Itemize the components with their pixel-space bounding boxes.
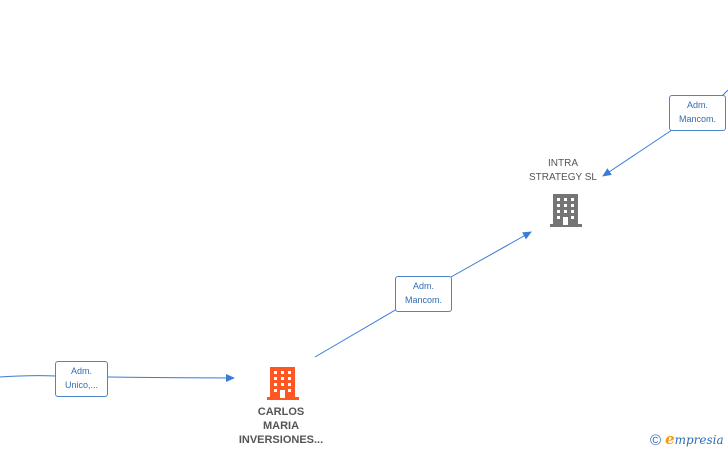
edge-label-middle[interactable]: Adm. Mancom. <box>395 276 452 312</box>
node-label-carlos: CARLOS MARIA INVERSIONES... <box>221 405 341 447</box>
empresia-watermark: ©empresia <box>650 430 724 449</box>
building-icon-carlos[interactable] <box>266 366 300 405</box>
edge-line-top <box>602 129 673 177</box>
edge-label-top-line-2: Mancom. <box>678 114 716 124</box>
edge-label-top-line-1: Adm. <box>686 100 708 110</box>
edge-line-left-outer <box>0 375 57 378</box>
building-icon-intra[interactable] <box>549 193 583 232</box>
copyright-symbol: © <box>650 432 662 449</box>
node-label-intra-line-1: INTRA <box>548 158 578 169</box>
brand-name: mpresia <box>674 433 724 447</box>
edge-line-middle-upper <box>450 231 532 278</box>
node-label-intra-line-2: STRATEGY SL <box>529 172 597 183</box>
edge-label-left-line-1: Adm. <box>70 366 92 376</box>
edge-label-top[interactable]: Adm. Mancom. <box>669 95 726 131</box>
edge-label-left-line-2: Unico,... <box>64 380 98 390</box>
edge-label-left[interactable]: Adm. Unico,... <box>55 361 108 397</box>
brand-initial: e <box>665 430 675 448</box>
edge-line-left <box>107 373 235 382</box>
edge-label-middle-line-2: Mancom. <box>404 295 442 305</box>
edge-label-middle-line-1: Adm. <box>412 281 434 291</box>
edge-line-middle-lower <box>314 308 398 358</box>
node-label-carlos-line-3: INVERSIONES... <box>238 434 324 446</box>
node-label-intra: INTRA STRATEGY SL <box>515 157 611 185</box>
node-label-carlos-line-2: MARIA <box>262 420 300 432</box>
node-label-carlos-line-1: CARLOS <box>257 406 305 418</box>
